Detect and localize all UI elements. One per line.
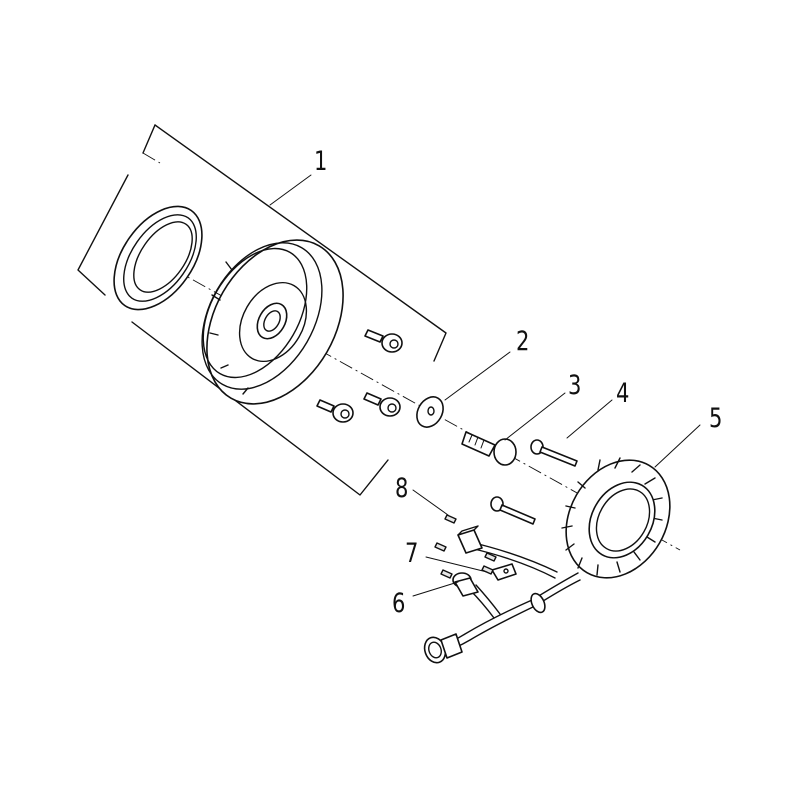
small-screws (434, 514, 497, 579)
callout-2: 2 (516, 326, 530, 357)
flywheel-bolt (461, 431, 517, 466)
callout-7: 7 (405, 538, 419, 569)
harness-clamp (491, 563, 517, 581)
socket-bolt-lower-right (363, 392, 401, 417)
stator-bolt-upper (530, 439, 578, 467)
pickup-sensor (457, 525, 483, 554)
socket-bolt-lower-left (316, 399, 354, 423)
washer (416, 396, 444, 428)
callout-4: 4 (616, 378, 630, 409)
callout-3: 3 (568, 370, 582, 401)
group-bracket-part-1 (77, 124, 447, 496)
wiring-harness (440, 541, 581, 653)
small-connector (452, 572, 479, 597)
stator-bolt-lower (490, 496, 536, 525)
callout-8: 8 (395, 473, 409, 504)
callout-1: 1 (314, 146, 328, 177)
flywheel-rotor (201, 239, 344, 405)
seal-ring (113, 205, 203, 311)
callout-5: 5 (709, 403, 723, 434)
leader-lines (269, 174, 701, 597)
callout-6: 6 (392, 588, 406, 619)
plug-connector (423, 633, 463, 664)
socket-bolt-upper (364, 329, 403, 353)
stator-coil (561, 457, 671, 579)
